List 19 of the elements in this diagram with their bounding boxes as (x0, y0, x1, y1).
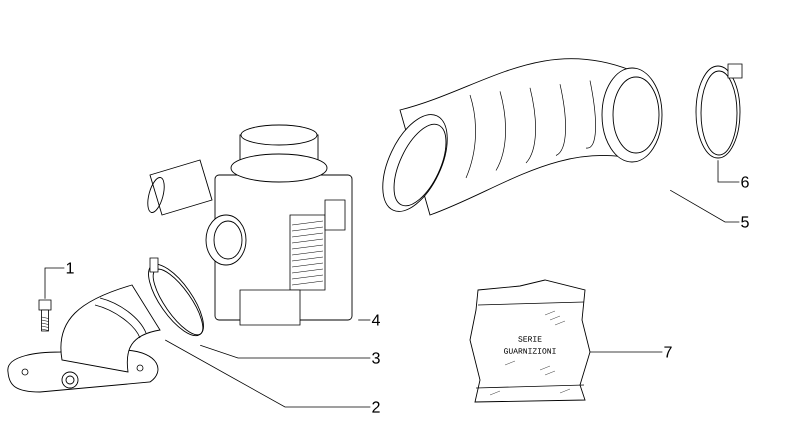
bolt-drawing (38, 300, 52, 332)
leader-line (670, 190, 740, 222)
callout-number: 5 (741, 216, 749, 228)
callout-number: 3 (372, 352, 380, 364)
leader-line (44, 268, 65, 300)
leader-line (200, 344, 371, 358)
callout-number: 2 (372, 401, 380, 413)
clamp-ring-drawing (696, 64, 742, 158)
callout-number: 1 (66, 262, 74, 274)
callout-number: 4 (372, 314, 380, 326)
clamp-drawing (148, 258, 204, 336)
leader-line (164, 340, 371, 408)
intake-manifold-drawing (8, 284, 160, 392)
callout-number: 6 (741, 176, 749, 188)
air-duct-drawing (382, 58, 662, 216)
gasket-bag-drawing: SERIE GUARNIZIONI (470, 280, 590, 402)
carburetor-drawing (147, 124, 352, 326)
leader-line (718, 160, 740, 182)
callout-number: 7 (664, 346, 672, 358)
